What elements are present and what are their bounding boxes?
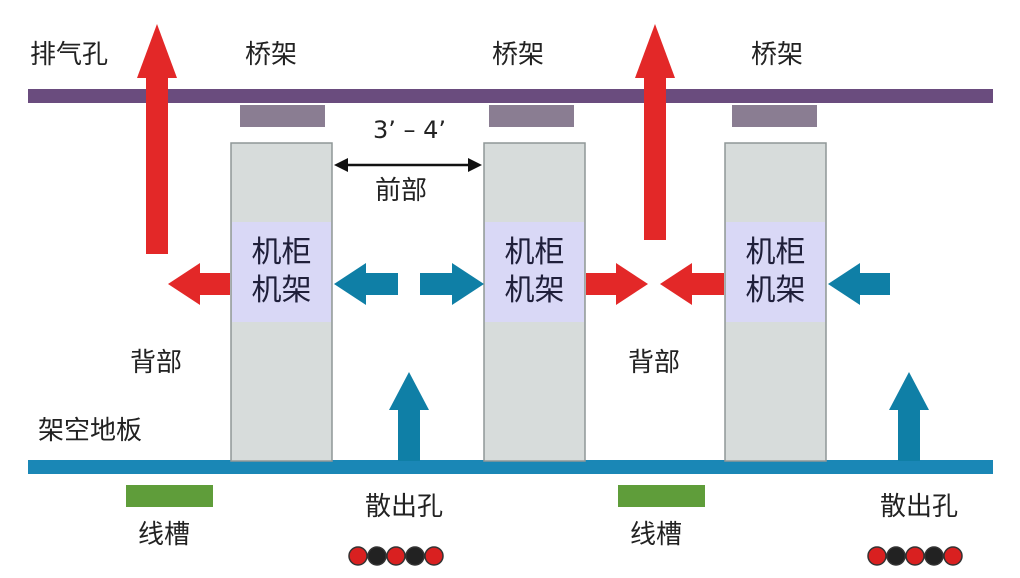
ceiling-bar [28, 89, 993, 103]
cable-tray-3 [732, 105, 817, 127]
cable-tray-label: 桥架 [751, 40, 804, 70]
exhaust-label: 排气孔 [30, 40, 109, 70]
arrow-left-icon [660, 263, 724, 305]
wire-trough-label: 线槽 [138, 520, 191, 550]
wire-trough-2 [618, 485, 705, 507]
rack-label-line-2: 机架 [504, 273, 565, 308]
rack-label-line-1: 机柜 [251, 235, 312, 270]
rack-label-line-2: 机架 [251, 273, 312, 308]
rack-3-label: 机柜 机架 [726, 234, 825, 310]
back-label: 背部 [628, 348, 681, 378]
arrow-up-icon [389, 372, 429, 461]
wire-trough-label: 线槽 [630, 520, 683, 550]
rack-3-label-bg [726, 222, 825, 322]
cable-tray-label: 桥架 [245, 40, 298, 70]
arrow-left-icon [334, 263, 398, 305]
wire-trough-1 [126, 485, 213, 507]
rack-1-label-bg [232, 222, 331, 322]
vent-holes-icon [867, 546, 963, 566]
raised-floor-label: 架空地板 [38, 416, 143, 446]
arrow-right-icon [420, 263, 484, 305]
rack-2-label: 机柜 机架 [485, 234, 584, 310]
raised-floor-bar [28, 460, 993, 474]
arrow-left-icon [828, 263, 890, 305]
arrow-right-icon [586, 263, 648, 305]
vent-label: 散出孔 [880, 492, 959, 522]
vent-holes-icon [348, 546, 444, 566]
arrow-left-icon [168, 263, 230, 305]
rack-1-label: 机柜 机架 [232, 234, 331, 310]
back-label: 背部 [130, 348, 183, 378]
rack-label-line-2: 机架 [745, 273, 806, 308]
double-arrow-icon [334, 158, 482, 172]
cable-tray-2 [489, 105, 574, 127]
arrow-up-icon [137, 24, 177, 254]
rack-label-line-1: 机柜 [745, 235, 806, 270]
front-label: 前部 [375, 176, 428, 206]
cable-tray-1 [240, 105, 325, 127]
spacing-label: 3’ – 4’ [373, 116, 447, 144]
arrow-up-icon [635, 24, 675, 240]
rack-2-label-bg [485, 222, 584, 322]
cable-tray-label: 桥架 [492, 40, 545, 70]
arrow-up-icon [889, 372, 929, 461]
vent-label: 散出孔 [365, 492, 444, 522]
rack-label-line-1: 机柜 [504, 235, 565, 270]
